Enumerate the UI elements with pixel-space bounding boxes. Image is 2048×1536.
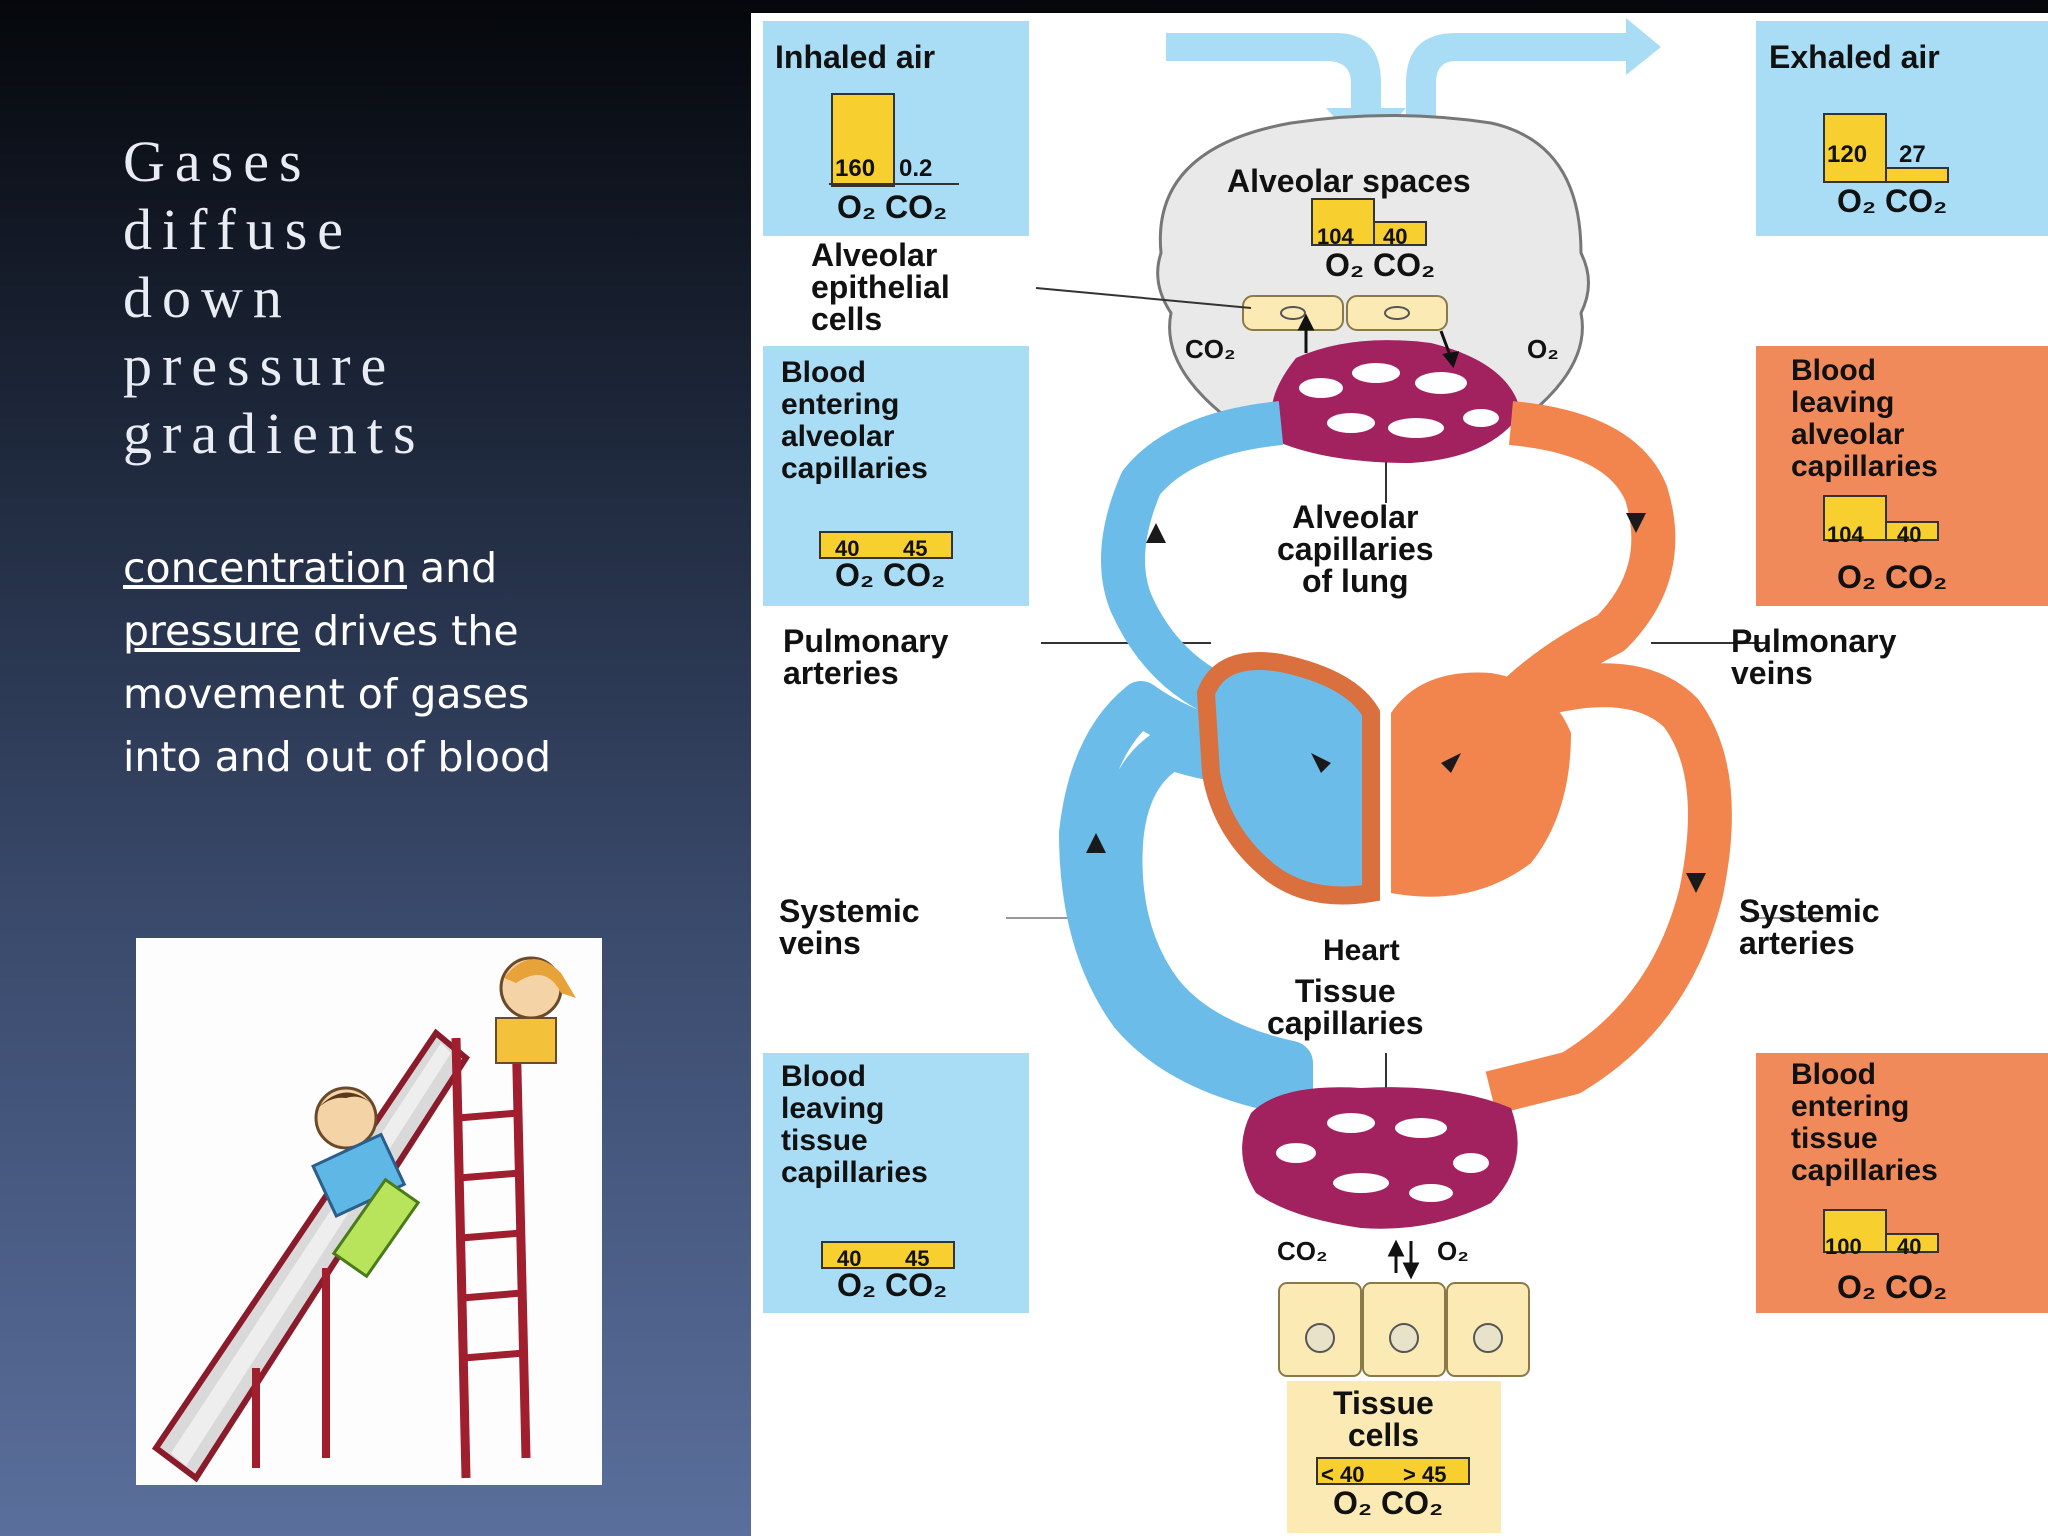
title-line: pressure	[123, 333, 397, 398]
entering-tissue-o2-bar	[1823, 1209, 1887, 1253]
pulmonary-arteries-label: Pulmonary arteries	[783, 623, 949, 691]
exhaled-co2-bar	[1885, 167, 1949, 183]
exhaled-gas-label: O₂ CO₂	[1837, 183, 1948, 219]
systemic-veins-label: Systemic veins	[779, 893, 920, 961]
epithelial-cell	[1242, 295, 1344, 331]
leaving-alv-co2-bar	[1885, 521, 1939, 541]
leaving-alv-o2: 104	[1827, 522, 1864, 547]
pulmonary-veins-label: Pulmonary veins	[1731, 623, 1897, 691]
blood-entering-tissue-title: Blood entering tissue capillaries	[1791, 1058, 1938, 1187]
kids-on-slide-illustration	[151, 956, 576, 1483]
entering-alv-co2: 45	[903, 536, 928, 561]
pressure-link[interactable]: pressure	[123, 607, 301, 655]
blood-entering-tissue-box	[1756, 1053, 2048, 1313]
tissue-cells-bars	[1316, 1457, 1470, 1485]
alveolar-epithelial-label: Alveolar epithelial cells	[811, 237, 950, 337]
blood-leaving-tissue-box	[763, 1053, 1029, 1313]
leaving-alv-o2-bar	[1823, 495, 1887, 541]
pulmonary-capillary-bed	[1271, 340, 1521, 463]
co2-label-tissue: CO₂	[1277, 1236, 1328, 1266]
leaving-tissue-co2: 45	[905, 1246, 930, 1271]
exhaled-co2-value: 27	[1899, 141, 1926, 168]
leaving-alv-co2: 40	[1897, 522, 1922, 547]
arterial-vessel	[1485, 401, 1732, 1115]
o2-label-alveolus: O₂	[1527, 334, 1559, 364]
inhaled-o2-value: 160	[835, 155, 876, 182]
blood-entering-alveolar-box	[763, 346, 1029, 606]
epithelial-cell	[1346, 295, 1448, 331]
title-line: Gases	[123, 129, 312, 194]
leaving-tissue-gas: O₂ CO₂	[837, 1267, 948, 1303]
leaving-tissue-bars	[821, 1241, 955, 1269]
entering-tissue-gas: O₂ CO₂	[1837, 1269, 1948, 1305]
blood-leaving-alveolar-title: Blood leaving alveolar capillaries	[1791, 354, 1938, 483]
heart-label: Heart	[1323, 934, 1400, 967]
title-line: gradients	[123, 401, 426, 466]
entering-alv-o2: 40	[835, 536, 860, 561]
entering-tissue-co2: 40	[1897, 1234, 1922, 1259]
co2-label-alveolus: CO₂	[1185, 334, 1236, 364]
inhaled-co2-value: 0.2	[899, 155, 933, 182]
systemic-arteries-label: Systemic arteries	[1739, 893, 1880, 961]
exhaled-air-box	[1756, 21, 2048, 236]
inhaled-baseline	[829, 183, 959, 185]
entering-alv-gas: O₂ CO₂	[835, 557, 946, 593]
circulation-artwork	[1006, 18, 1831, 1377]
slide-clipart-image	[136, 938, 602, 1485]
title-line: diffuse	[123, 197, 354, 262]
entering-tissue-o2: 100	[1825, 1234, 1862, 1259]
inhaled-gas-label: O₂ CO₂	[837, 189, 948, 225]
heart-left-side	[1391, 672, 1571, 897]
blood-entering-alveolar-title: Blood entering alveolar capillaries	[781, 356, 928, 485]
heart-right-side	[1196, 652, 1380, 905]
blood-leaving-alveolar-box	[1756, 346, 2048, 606]
inhaled-air-title: Inhaled air	[775, 39, 936, 75]
inhaled-o2-bar	[831, 93, 895, 187]
tissue-cells-gas: O₂ CO₂	[1333, 1485, 1444, 1521]
slide-title: Gases diffuse down pressure gradients	[123, 128, 643, 468]
exhaled-o2-value: 120	[1827, 141, 1868, 168]
title-line: down	[123, 265, 292, 330]
alveolar-gas-label: O₂ CO₂	[1325, 247, 1436, 283]
tissue-cells-o2: < 40	[1321, 1462, 1365, 1487]
body-text: concentration and pressure drives the mo…	[123, 544, 552, 781]
blood-leaving-tissue-title: Blood leaving tissue capillaries	[781, 1060, 928, 1189]
tissue-capillaries-label: Tissue capillaries	[1267, 973, 1424, 1041]
alveolar-o2-value: 104	[1317, 224, 1354, 249]
alveolar-spaces-title: Alveolar spaces	[1227, 163, 1471, 199]
concentration-link[interactable]: concentration	[123, 544, 407, 592]
alveolar-co2-value: 40	[1383, 224, 1408, 249]
leaving-alv-gas: O₂ CO₂	[1837, 559, 1948, 595]
inhaled-air-box	[763, 21, 1029, 236]
alveolar-capillaries-label: Alveolar capillaries of lung	[1277, 499, 1434, 599]
exhaled-air-title: Exhaled air	[1769, 39, 1940, 75]
entering-alv-bars	[819, 531, 953, 559]
o2-label-tissue: O₂	[1437, 1236, 1469, 1266]
entering-tissue-co2-bar	[1885, 1233, 1939, 1253]
tissue-cells-co2: > 45	[1403, 1462, 1447, 1487]
leaving-tissue-o2: 40	[837, 1246, 862, 1271]
venous-vessel	[1059, 401, 1313, 1115]
exhaled-o2-bar	[1823, 113, 1887, 183]
alveolar-co2-bar	[1373, 221, 1427, 246]
tissue-cells-title: Tissue cells	[1333, 1385, 1434, 1453]
exhale-arrow	[1406, 18, 1661, 153]
gas-exchange-diagram: Inhaled air 160 0.2 O₂ CO₂ Exhaled air 1…	[751, 13, 2048, 1536]
